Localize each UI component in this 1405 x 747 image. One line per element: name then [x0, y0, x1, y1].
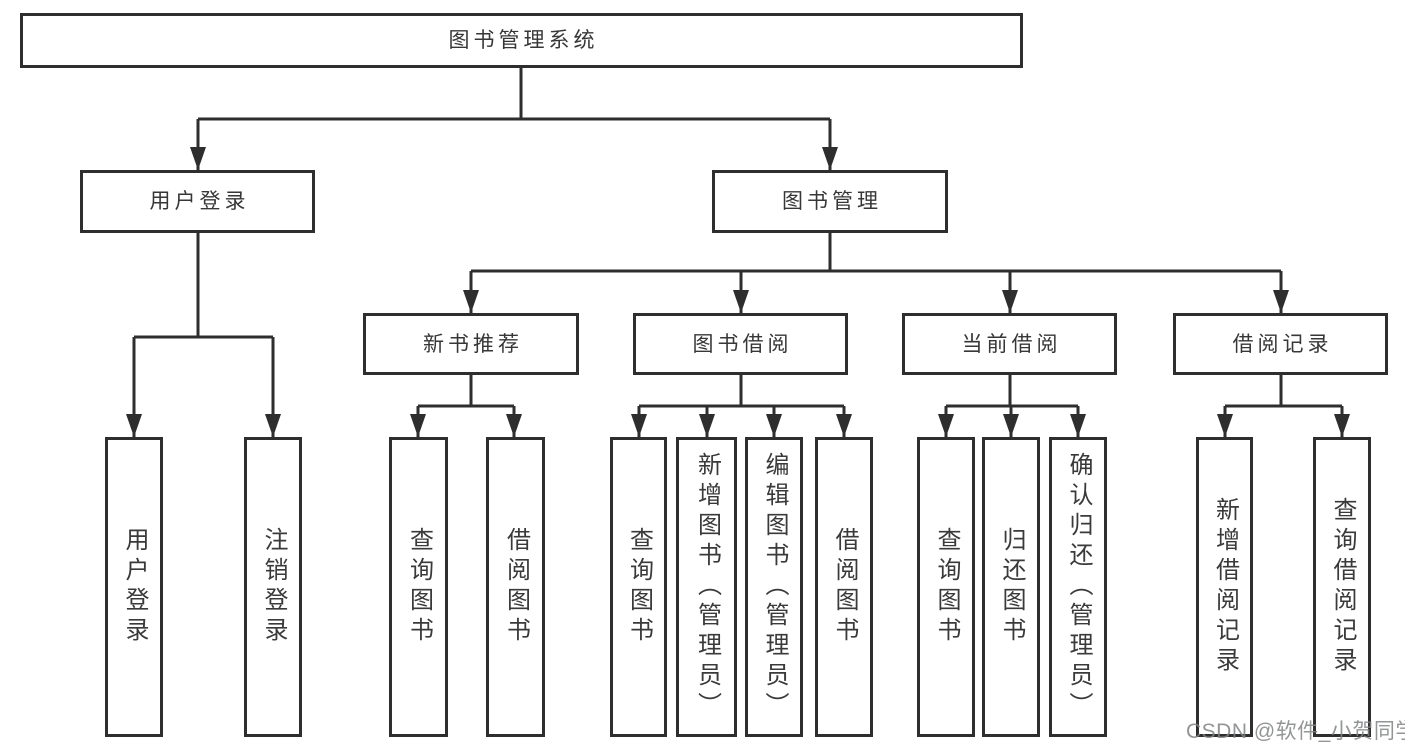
leaf-label: 注销登录 [260, 527, 287, 647]
arrowhead [463, 290, 479, 313]
arrowhead [699, 414, 715, 437]
leaf-label: 借阅图书 [831, 527, 858, 647]
leaf-query-borrow-record: 查询借阅记录 [1313, 437, 1371, 737]
leaf-confirm-return-admin: 确认归还（管理员） [1049, 437, 1107, 737]
arrowhead [126, 414, 142, 437]
leaf-label: 新增借阅记录 [1211, 497, 1239, 677]
arrowhead [631, 414, 647, 437]
node-label: 图书管理系统 [448, 29, 599, 52]
leaf-label: 查询图书 [625, 527, 653, 647]
connector-newbook-to-leaves [416, 375, 516, 437]
leaf-label: 查询图书 [405, 527, 433, 647]
leaf-return-books: 归还图书 [982, 437, 1040, 737]
connector-borrowrecord-to-leaves [1223, 375, 1344, 437]
node-borrow-record: 借阅记录 [1173, 313, 1388, 375]
leaf-label: 新增图书（管理员） [693, 452, 721, 722]
node-book-management: 图书管理 [712, 170, 948, 233]
leaf-add-books-admin: 新增图书（管理员） [676, 437, 737, 737]
connector-root-to-level2 [196, 68, 832, 170]
arrowhead [822, 147, 838, 170]
leaf-user-login: 用户登录 [105, 437, 163, 737]
arrowhead [766, 414, 782, 437]
connector-userlogin-to-leaves [132, 233, 275, 437]
arrowhead [410, 414, 426, 437]
leaf-query-books-borrow: 查询图书 [610, 437, 667, 737]
leaf-label: 查询借阅记录 [1329, 497, 1356, 677]
leaf-borrow-books-recommend: 借阅图书 [486, 437, 545, 737]
node-label: 用户登录 [149, 190, 250, 213]
arrowhead [836, 414, 852, 437]
node-new-book-recommend: 新书推荐 [363, 313, 579, 375]
leaf-label: 确认归还（管理员） [1065, 452, 1092, 722]
connector-paths [132, 68, 1344, 437]
connector-bookmgmt-to-level3 [469, 233, 1283, 313]
connector-bookborrow-to-leaves [637, 375, 846, 437]
arrowhead [190, 147, 206, 170]
arrowhead [1070, 414, 1086, 437]
arrowhead [506, 414, 522, 437]
arrowhead [1273, 290, 1289, 313]
arrowhead [1002, 290, 1018, 313]
node-label: 新书推荐 [423, 332, 523, 356]
node-library-management-system: 图书管理系统 [20, 13, 1023, 68]
arrowhead [1003, 414, 1019, 437]
leaf-add-borrow-record: 新增借阅记录 [1196, 437, 1253, 737]
node-label: 借阅记录 [1232, 332, 1333, 356]
arrowhead [265, 414, 281, 437]
node-label: 图书管理 [782, 190, 882, 213]
leaf-query-books-recommend: 查询图书 [389, 437, 448, 737]
leaf-label: 用户登录 [121, 527, 148, 647]
arrowhead [1217, 414, 1233, 437]
node-book-borrow: 图书借阅 [633, 313, 848, 375]
leaf-label: 查询图书 [933, 527, 960, 647]
node-label: 图书借阅 [692, 332, 793, 356]
leaf-edit-books-admin: 编辑图书（管理员） [745, 437, 803, 737]
arrowhead [938, 414, 954, 437]
node-user-login: 用户登录 [80, 170, 315, 233]
leaf-label: 借阅图书 [502, 527, 530, 647]
node-label: 当前借阅 [961, 332, 1062, 356]
arrowheads [126, 147, 1350, 437]
csdn-watermark: CSDN @软件_小贺同学 [1186, 720, 1405, 743]
arrowhead [733, 290, 749, 313]
leaf-label: 归还图书 [998, 527, 1025, 647]
leaf-borrow-books: 借阅图书 [815, 437, 873, 737]
node-current-borrow: 当前借阅 [902, 313, 1117, 375]
leaf-logout: 注销登录 [244, 437, 302, 737]
leaf-query-books-current: 查询图书 [917, 437, 975, 737]
leaf-label: 编辑图书（管理员） [761, 452, 788, 722]
arrowhead [1334, 414, 1350, 437]
